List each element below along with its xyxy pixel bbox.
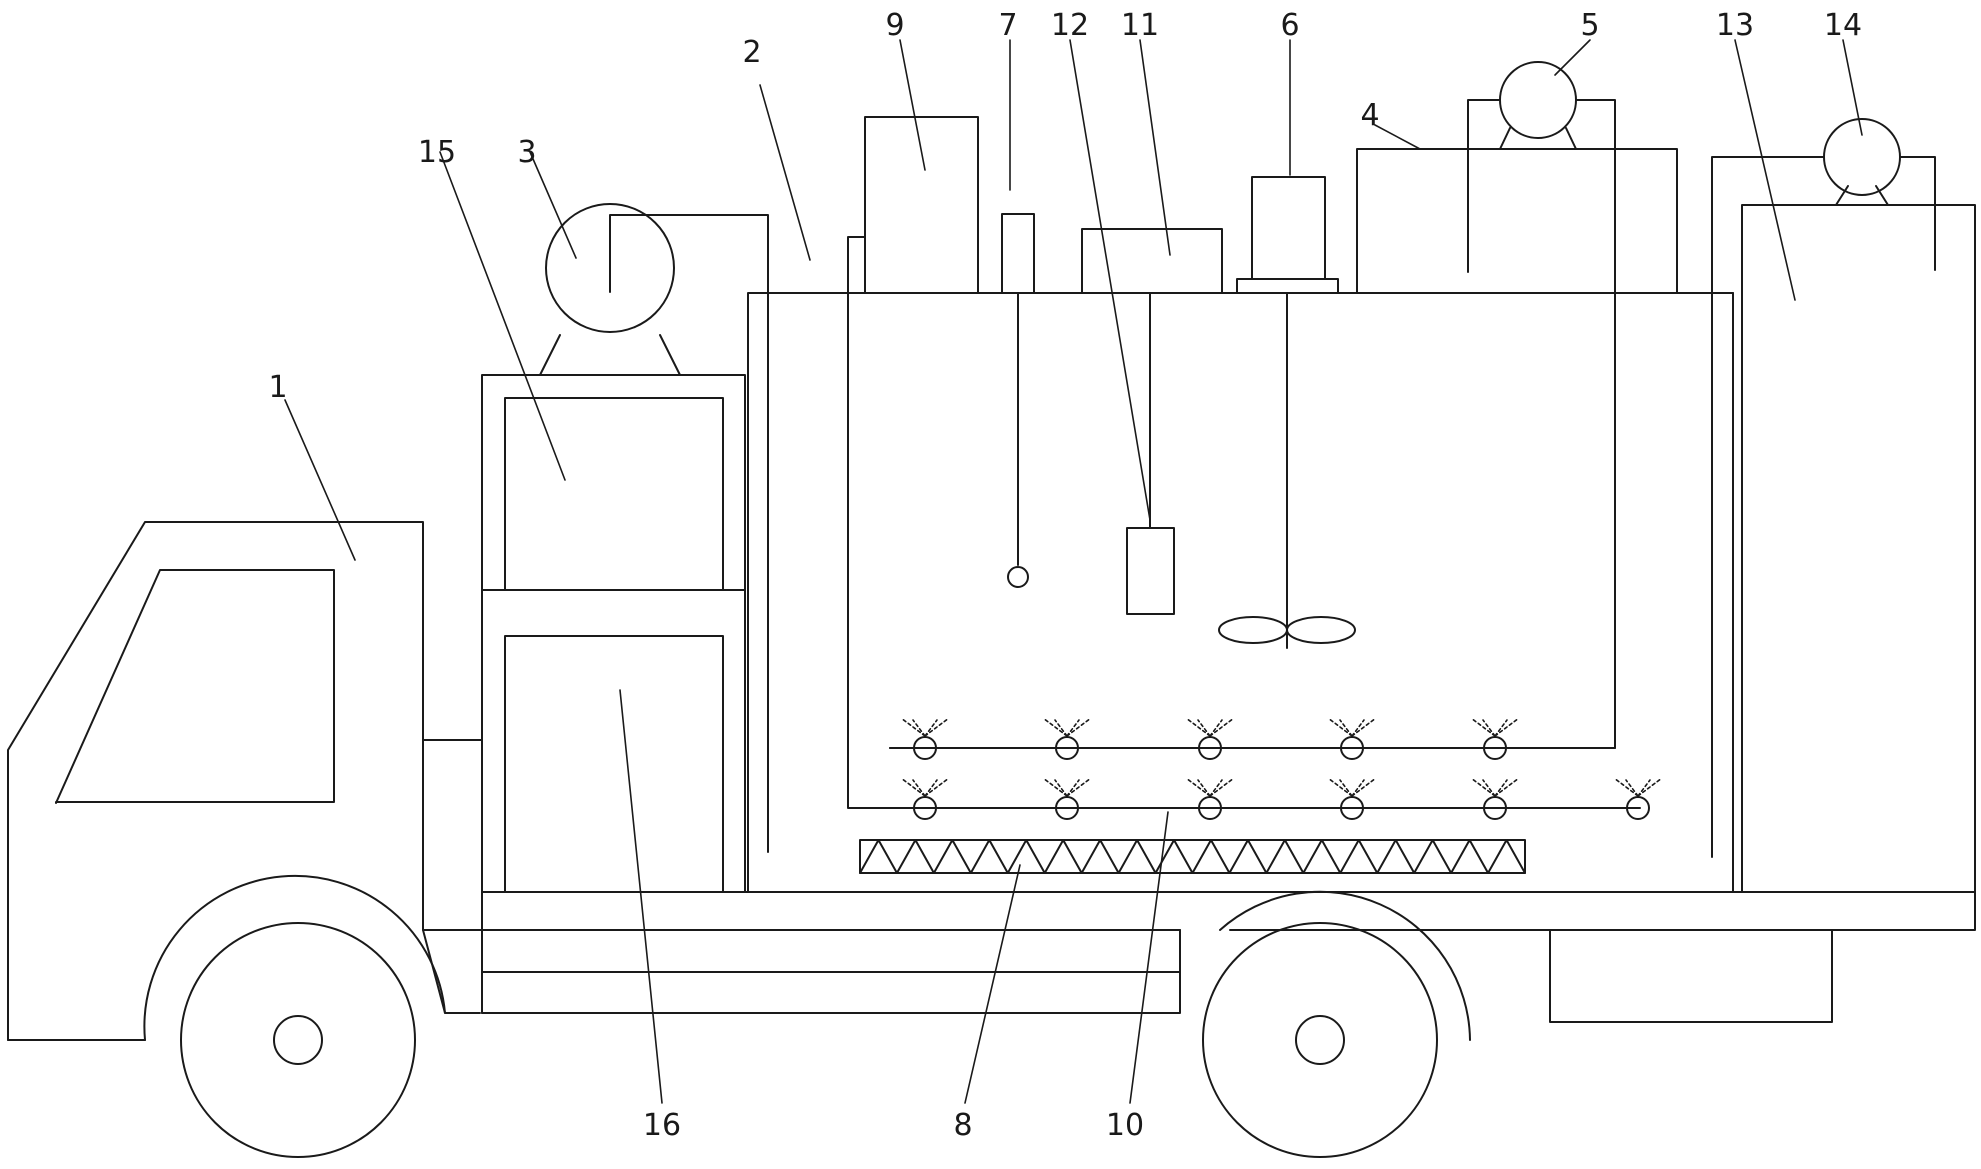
spray-jet <box>1613 777 1639 797</box>
spray-jet <box>1042 777 1068 797</box>
spray-jet <box>1327 717 1353 737</box>
label-10: 10 <box>1106 1108 1144 1143</box>
spray-jet <box>1482 719 1496 737</box>
spray-jet <box>1482 779 1496 797</box>
spray-jet <box>1494 717 1520 737</box>
spray-jet <box>1625 779 1639 797</box>
spray-jet <box>1327 777 1353 797</box>
spray-jet <box>1339 719 1353 737</box>
spray-jet <box>912 779 926 797</box>
spray-jet <box>1209 717 1235 737</box>
spray-jet <box>1494 777 1520 797</box>
label-6: 6 <box>1280 8 1299 43</box>
nozzle <box>1483 736 1507 760</box>
spray-jet <box>1042 717 1068 737</box>
label-1: 1 <box>268 370 287 405</box>
conveyor-screw <box>859 839 1526 874</box>
spray-jet <box>1054 719 1068 737</box>
undercarriage-box <box>1549 929 1833 1023</box>
spray-jet <box>1066 717 1092 737</box>
spray-jet <box>1351 779 1365 797</box>
spray-jet <box>1209 719 1223 737</box>
unit-11 <box>1081 228 1223 615</box>
spray-jet <box>1470 717 1496 737</box>
nozzle <box>1483 796 1507 820</box>
label-8: 8 <box>953 1108 972 1143</box>
label-11: 11 <box>1121 8 1159 43</box>
spray-jet <box>924 719 938 737</box>
front-wheel <box>143 874 446 1158</box>
label-2: 2 <box>742 35 761 70</box>
nozzle <box>1340 736 1364 760</box>
label-3: 3 <box>517 135 536 170</box>
chassis <box>422 891 1976 1014</box>
spray-jet <box>924 779 938 797</box>
spray-jet <box>1494 779 1508 797</box>
spray-jet <box>1197 719 1211 737</box>
spray-jet <box>1066 779 1080 797</box>
spray-jet <box>1637 777 1663 797</box>
label-4: 4 <box>1360 98 1379 133</box>
unit-4 <box>889 61 1678 749</box>
labels: 1 2 3 4 5 6 7 8 9 10 11 12 13 14 15 16 <box>268 8 1862 1143</box>
nozzle <box>1055 736 1079 760</box>
label-14: 14 <box>1824 8 1862 43</box>
spray-jet <box>1470 777 1496 797</box>
screw-conveyor <box>859 839 1526 874</box>
spray-jet <box>1351 777 1377 797</box>
nozzle <box>1626 796 1650 820</box>
spray-jet <box>1066 719 1080 737</box>
label-9: 9 <box>885 8 904 43</box>
tank-13 <box>1711 118 1976 893</box>
spray-jet <box>924 777 950 797</box>
agitator-6 <box>1218 176 1356 649</box>
storage-cabinet <box>481 374 746 893</box>
sensor-7 <box>1001 213 1035 588</box>
nozzle-rows <box>889 717 1663 820</box>
cab <box>7 521 481 1041</box>
spray-jet <box>1637 779 1651 797</box>
spray-jet <box>912 719 926 737</box>
leader-lines <box>284 39 1863 1104</box>
nozzle <box>1198 736 1222 760</box>
spray-jet <box>1209 779 1223 797</box>
spray-jet <box>1066 777 1092 797</box>
label-7: 7 <box>998 8 1017 43</box>
spray-jet <box>1209 777 1235 797</box>
nozzle <box>1340 796 1364 820</box>
spray-jet <box>1494 719 1508 737</box>
label-5: 5 <box>1580 8 1599 43</box>
spray-jet <box>1185 777 1211 797</box>
unit-9 <box>847 116 979 294</box>
spray-jet <box>1054 779 1068 797</box>
spray-jet <box>1339 779 1353 797</box>
label-16: 16 <box>643 1108 681 1143</box>
spray-jet <box>1185 717 1211 737</box>
spray-jet <box>1351 717 1377 737</box>
nozzle <box>1198 796 1222 820</box>
spray-jet <box>900 717 926 737</box>
nozzle <box>913 736 937 760</box>
spray-jet <box>1197 779 1211 797</box>
spray-jet <box>924 717 950 737</box>
spray-jet <box>1351 719 1365 737</box>
pump-3 <box>539 203 769 853</box>
rear-wheel <box>1202 890 1471 1158</box>
nozzle <box>913 796 937 820</box>
nozzle <box>1055 796 1079 820</box>
label-15: 15 <box>418 135 456 170</box>
label-12: 12 <box>1051 8 1089 43</box>
label-13: 13 <box>1716 8 1754 43</box>
spray-jet <box>900 777 926 797</box>
main-tank <box>747 292 1734 893</box>
